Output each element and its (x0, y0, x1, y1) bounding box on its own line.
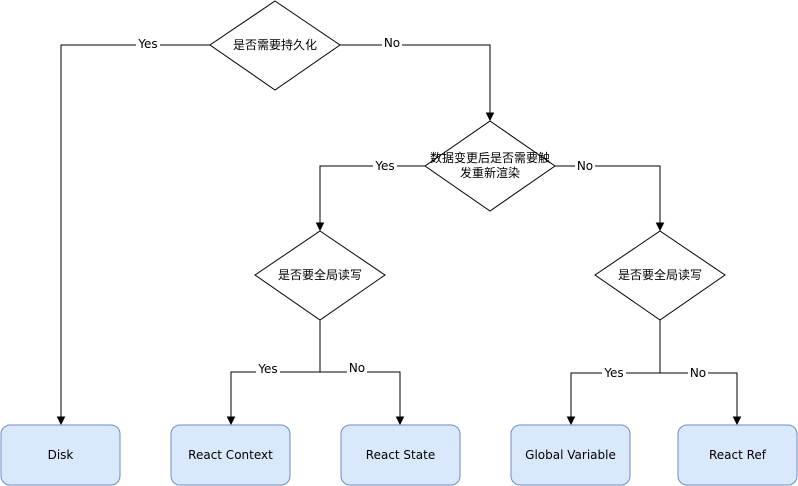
edge-label-yes: Yes (374, 159, 394, 173)
decision-diamond-shape (209, 0, 341, 91)
decision-label: 是否要全局读写 (278, 267, 362, 282)
result-react-state[interactable]: React State (340, 424, 461, 486)
edge-rerender-no: No (555, 159, 665, 232)
decision-global-right[interactable]: 是否要全局读写 (594, 230, 726, 321)
edge-global-left-no: No (320, 361, 405, 426)
edge-label-no: No (690, 366, 706, 380)
decision-diamond-shape (594, 230, 726, 321)
edge-persist-yes: Yes (56, 37, 210, 426)
decision-global-left[interactable]: 是否要全局读写 (254, 230, 386, 321)
edge-global-right-no: No (660, 366, 742, 426)
decision-rerender[interactable]: 数据变更后是否需要触 发重新渲染 (424, 120, 556, 212)
edge-label-yes: Yes (257, 362, 277, 376)
edge-persist-no: No (340, 36, 495, 122)
decision-persist[interactable]: 是否需要持久化 (209, 0, 341, 91)
result-box-shape (510, 424, 631, 486)
decision-diamond-shape (424, 120, 556, 212)
decision-label: 是否要全局读写 (618, 267, 702, 282)
result-label: React State (366, 448, 435, 462)
edge-label-yes: Yes (137, 37, 157, 51)
edge-global-right-yes: Yes (566, 320, 661, 426)
result-box-shape (340, 424, 461, 486)
edge-rerender-yes: Yes (315, 159, 425, 232)
edge-label-no: No (577, 159, 593, 173)
result-disk[interactable]: Disk (0, 424, 121, 486)
edge-label-no: No (349, 361, 365, 375)
edge-global-left-yes: Yes (226, 320, 321, 426)
result-label: Disk (48, 448, 74, 462)
decision-diamond-shape (254, 230, 386, 321)
result-box-shape (677, 424, 798, 486)
edge-label-no: No (384, 36, 400, 50)
result-react-context[interactable]: React Context (170, 424, 291, 486)
result-box-shape (170, 424, 291, 486)
decision-label: 是否需要持久化 (233, 37, 317, 52)
result-global-variable[interactable]: Global Variable (510, 424, 631, 486)
result-label: Global Variable (525, 448, 616, 462)
decision-label-line-2: 发重新渲染 (460, 165, 520, 180)
edges: Yes No Yes No Yes (56, 36, 742, 426)
result-box-shape (0, 424, 121, 486)
result-label: React Context (188, 448, 273, 462)
edge-label-yes: Yes (603, 366, 623, 380)
result-react-ref[interactable]: React Ref (677, 424, 798, 486)
decision-label-line-1: 数据变更后是否需要触 (430, 150, 550, 165)
result-label: React Ref (709, 448, 767, 462)
